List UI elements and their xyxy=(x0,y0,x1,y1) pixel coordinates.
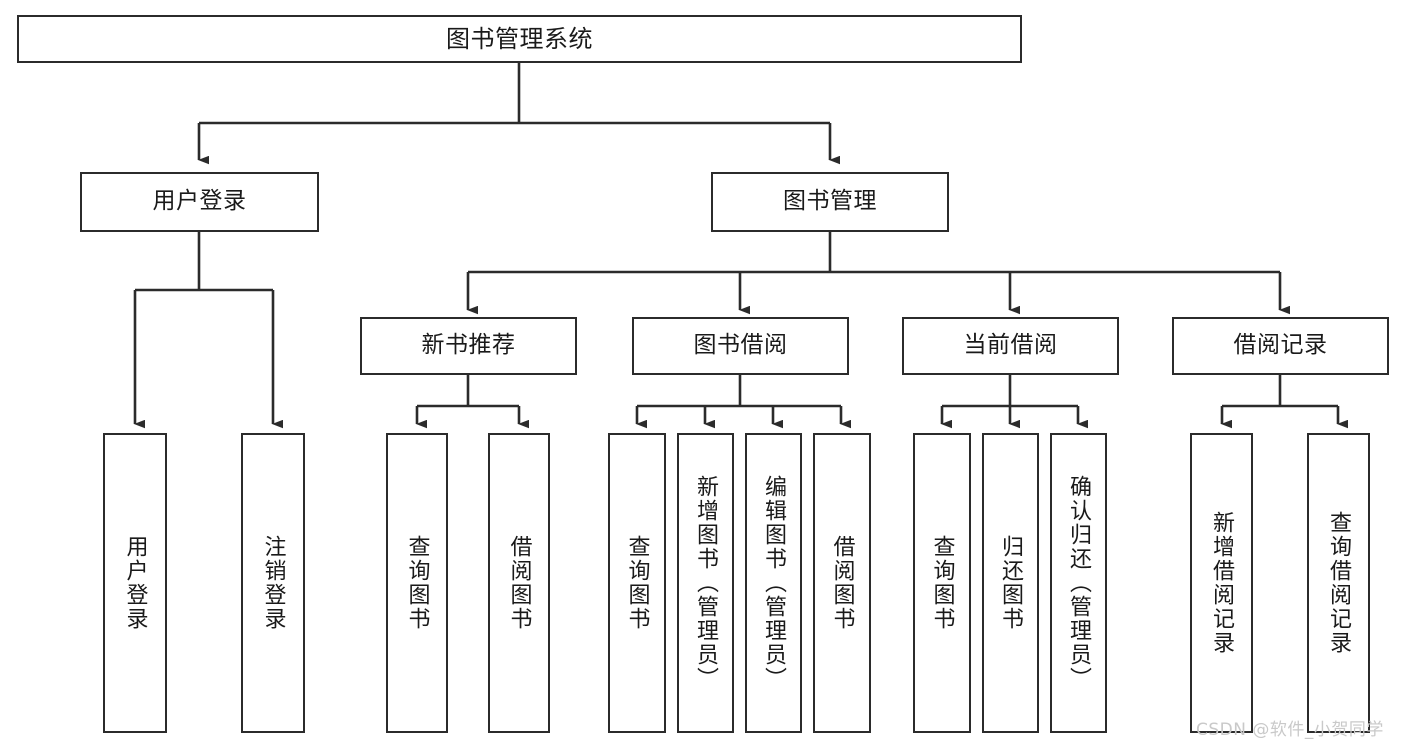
leaf-borrow-book-1[interactable]: 借阅图书 xyxy=(488,433,550,733)
leaf-query-book-3-label: 查询图书 xyxy=(929,535,955,631)
leaf-user-login-label: 用户登录 xyxy=(122,535,148,631)
node-book-manage[interactable]: 图书管理 xyxy=(711,172,949,232)
node-book-borrow-label: 图书借阅 xyxy=(693,332,788,359)
leaf-borrow-book-2[interactable]: 借阅图书 xyxy=(813,433,871,733)
leaf-query-book-1[interactable]: 查询图书 xyxy=(386,433,448,733)
leaf-query-book-2[interactable]: 查询图书 xyxy=(608,433,666,733)
csdn-watermark: CSDN @软件_小贺同学 xyxy=(1196,720,1384,740)
node-current-borrow-label: 当前借阅 xyxy=(963,332,1058,359)
leaf-edit-book-label: 编辑图书（管理员） xyxy=(761,475,787,691)
node-book-borrow[interactable]: 图书借阅 xyxy=(632,317,849,375)
node-book-manage-label: 图书管理 xyxy=(783,188,877,215)
node-root[interactable]: 图书管理系统 xyxy=(17,15,1022,63)
leaf-add-book[interactable]: 新增图书（管理员） xyxy=(677,433,734,733)
node-borrow-record[interactable]: 借阅记录 xyxy=(1172,317,1389,375)
leaf-edit-book[interactable]: 编辑图书（管理员） xyxy=(745,433,802,733)
leaf-query-book-1-label: 查询图书 xyxy=(404,535,430,631)
node-current-borrow[interactable]: 当前借阅 xyxy=(902,317,1119,375)
leaf-query-record[interactable]: 查询借阅记录 xyxy=(1307,433,1370,733)
leaf-confirm-return-label: 确认归还（管理员） xyxy=(1066,475,1092,691)
node-new-book-recommend-label: 新书推荐 xyxy=(421,332,516,359)
leaf-logout-login[interactable]: 注销登录 xyxy=(241,433,305,733)
leaf-return-book[interactable]: 归还图书 xyxy=(982,433,1039,733)
leaf-query-record-label: 查询借阅记录 xyxy=(1326,511,1352,655)
leaf-user-login[interactable]: 用户登录 xyxy=(103,433,167,733)
leaf-add-record-label: 新增借阅记录 xyxy=(1209,511,1235,655)
leaf-borrow-book-2-label: 借阅图书 xyxy=(829,535,855,631)
leaf-borrow-book-1-label: 借阅图书 xyxy=(506,535,532,631)
node-user-login-label: 用户登录 xyxy=(152,188,247,215)
leaf-logout-login-label: 注销登录 xyxy=(260,535,286,631)
leaf-return-book-label: 归还图书 xyxy=(998,535,1024,631)
leaf-add-book-label: 新增图书（管理员） xyxy=(693,475,719,691)
node-new-book-recommend[interactable]: 新书推荐 xyxy=(360,317,577,375)
leaf-query-book-3[interactable]: 查询图书 xyxy=(913,433,971,733)
leaf-query-book-2-label: 查询图书 xyxy=(624,535,650,631)
node-root-label: 图书管理系统 xyxy=(446,24,593,53)
leaf-add-record[interactable]: 新增借阅记录 xyxy=(1190,433,1253,733)
leaf-confirm-return[interactable]: 确认归还（管理员） xyxy=(1050,433,1107,733)
node-borrow-record-label: 借阅记录 xyxy=(1233,332,1328,359)
node-user-login[interactable]: 用户登录 xyxy=(80,172,319,232)
